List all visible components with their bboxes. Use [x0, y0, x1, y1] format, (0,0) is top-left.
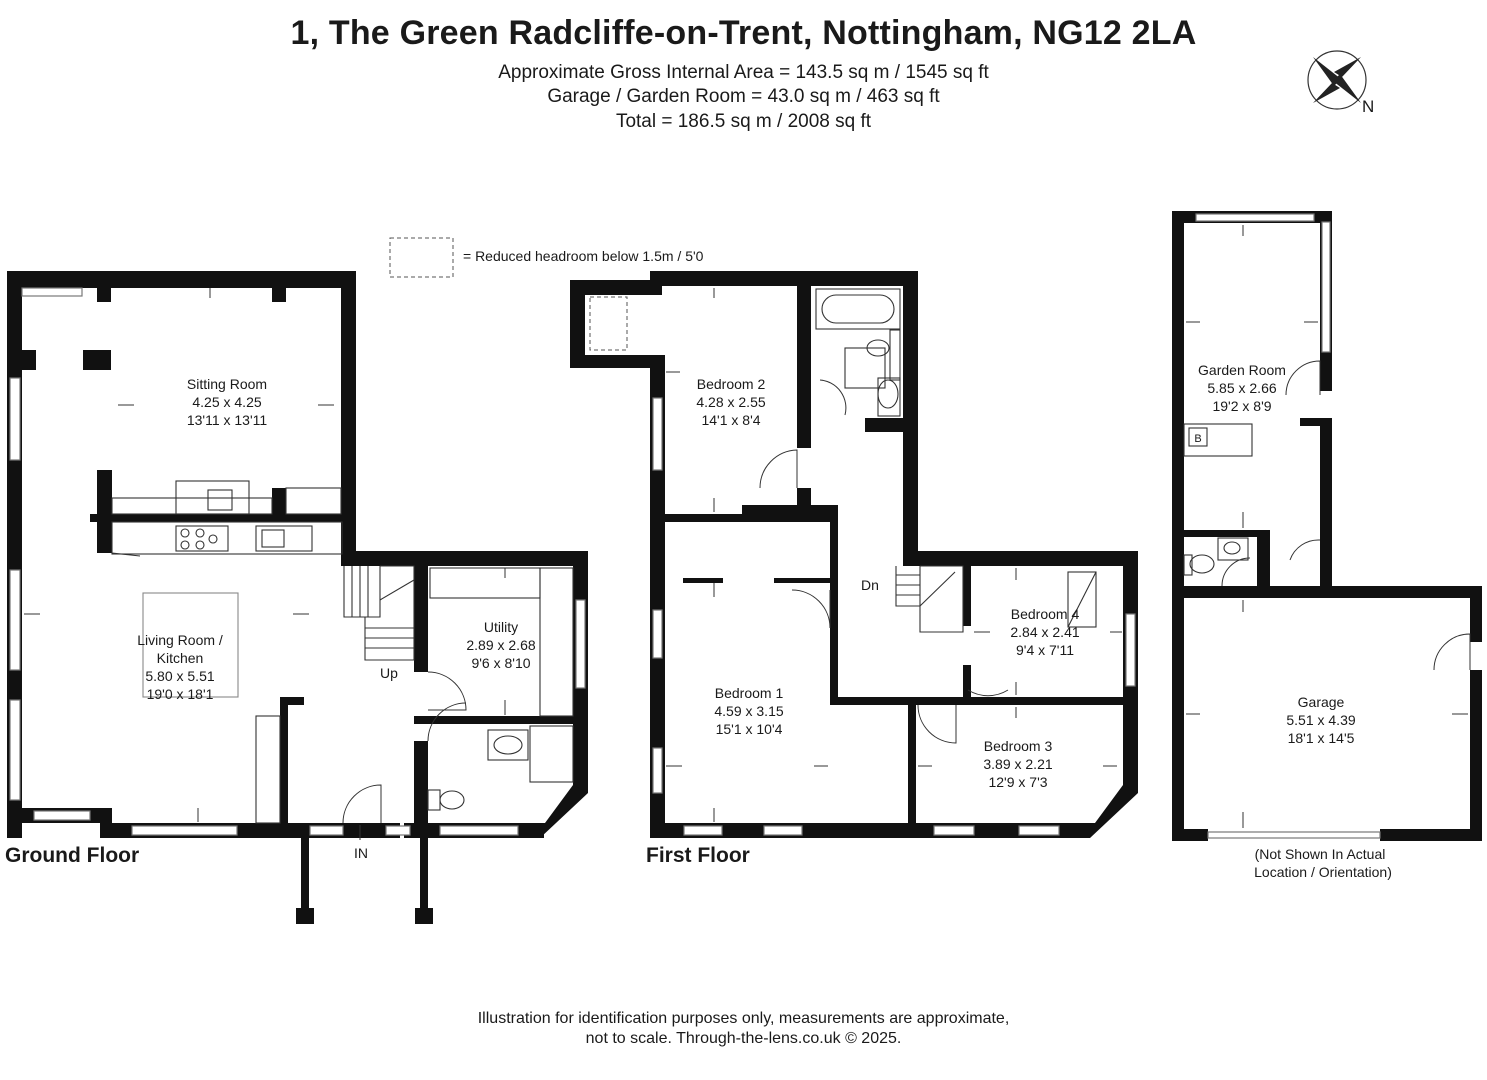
garden-room-metric: 5.85 x 2.66: [1207, 380, 1276, 396]
sitting-room-metric: 4.25 x 4.25: [192, 394, 261, 410]
first-floor-plan: Bedroom 2 4.28 x 2.55 14'1 x 8'4 Bedroom…: [570, 271, 1138, 867]
garden-room-name: Garden Room: [1198, 362, 1286, 378]
bedroom-3-name: Bedroom 3: [984, 738, 1053, 754]
bedroom-4-imperial: 9'4 x 7'11: [1016, 642, 1074, 658]
garage-area: Garage / Garden Room = 43.0 sq m / 463 s…: [547, 86, 940, 107]
compass-north-label: N: [1362, 97, 1374, 116]
sitting-room-imperial: 13'11 x 13'11: [187, 412, 268, 428]
reduced-headroom-swatch: [389, 237, 454, 278]
compass-rose-icon: N: [1307, 50, 1374, 116]
bedroom-1-imperial: 15'1 x 10'4: [716, 721, 783, 737]
garage-imperial: 18'1 x 14'5: [1288, 730, 1355, 746]
garden-room-imperial: 19'2 x 8'9: [1212, 398, 1271, 414]
outbuilding-plan: B Garden Room 5.85 x 2.66 19'2 x 8'9 Gar…: [1172, 211, 1482, 880]
page-title: 1, The Green Radcliffe-on-Trent, Notting…: [290, 14, 1197, 52]
stairs-up-label: Up: [380, 665, 398, 681]
legend-text: = Reduced headroom below 1.5m / 5'0: [463, 248, 704, 264]
disclaimer-line2: not to scale. Through-the-lens.co.uk © 2…: [585, 1030, 902, 1047]
living-room-metric: 5.80 x 5.51: [145, 668, 214, 684]
bedroom-3-metric: 3.89 x 2.21: [983, 756, 1052, 772]
bedroom-2-name: Bedroom 2: [697, 376, 766, 392]
garage-metric: 5.51 x 4.39: [1286, 712, 1355, 728]
entrance-label: IN: [354, 845, 368, 861]
utility-metric: 2.89 x 2.68: [466, 637, 535, 653]
living-room-name-line1: Living Room /: [137, 632, 223, 648]
sitting-room-name: Sitting Room: [187, 376, 267, 392]
garage-name: Garage: [1298, 694, 1345, 710]
ground-floor-plan: Sitting Room 4.25 x 4.25 13'11 x 13'11 L…: [5, 271, 588, 924]
bedroom-1-metric: 4.59 x 3.15: [714, 703, 783, 719]
bedroom-4-name: Bedroom 4: [1011, 606, 1080, 622]
disclaimer-line1: Illustration for identification purposes…: [477, 1010, 1010, 1027]
bedroom-2-imperial: 14'1 x 8'4: [701, 412, 760, 428]
location-note-line1: (Not Shown In Actual: [1255, 846, 1386, 862]
utility-name: Utility: [484, 619, 518, 635]
bedroom-2-metric: 4.28 x 2.55: [696, 394, 765, 410]
total-area: Total = 186.5 sq m / 2008 sq ft: [615, 111, 872, 132]
living-room-name-line2: Kitchen: [157, 650, 204, 666]
boiler-label: B: [1194, 433, 1201, 445]
gross-internal-area: Approximate Gross Internal Area = 143.5 …: [498, 62, 989, 83]
bedroom-1-name: Bedroom 1: [715, 685, 784, 701]
bedroom-4-metric: 2.84 x 2.41: [1010, 624, 1079, 640]
bedroom-3-imperial: 12'9 x 7'3: [988, 774, 1047, 790]
location-note-line2: Location / Orientation): [1254, 864, 1392, 880]
first-floor-label: First Floor: [646, 844, 750, 867]
living-room-imperial: 19'0 x 18'1: [147, 686, 214, 702]
stairs-down-label: Dn: [861, 577, 879, 593]
utility-imperial: 9'6 x 8'10: [471, 655, 530, 671]
ground-floor-label: Ground Floor: [5, 844, 139, 867]
